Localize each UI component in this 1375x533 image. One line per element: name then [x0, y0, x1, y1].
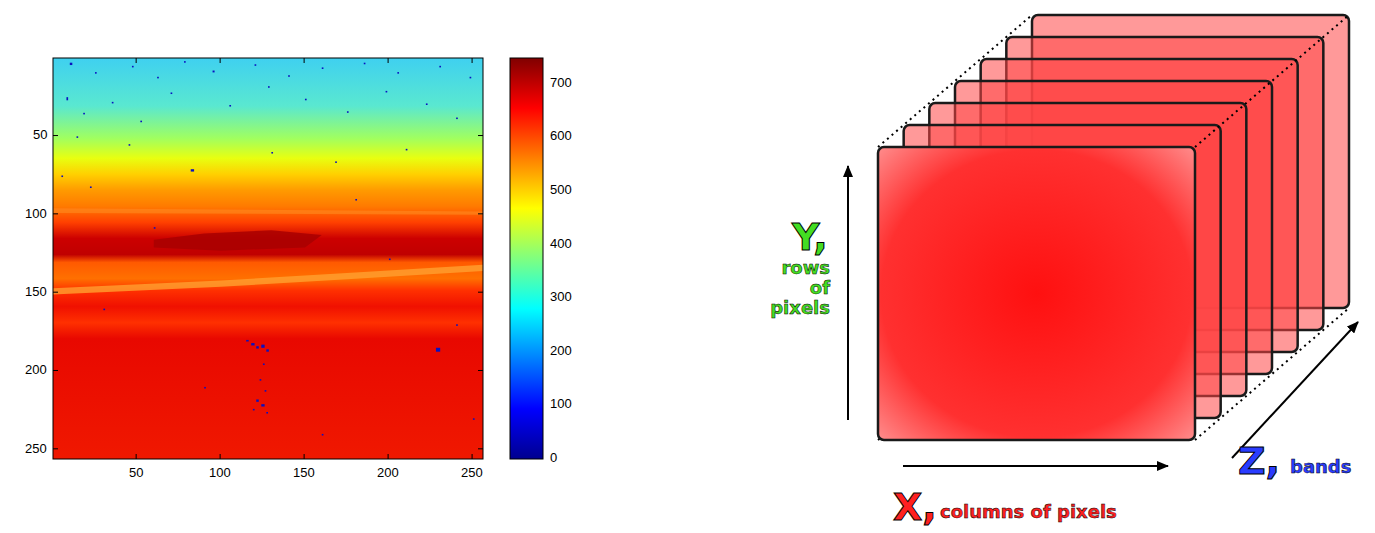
colorbar-label: 500 [550, 183, 572, 197]
tick-mark [478, 135, 483, 136]
colorbar-label: 100 [550, 397, 572, 411]
x-arrow [903, 465, 1168, 467]
colorbar-label: 300 [550, 290, 572, 304]
tick-mark [478, 448, 483, 449]
tick-mark [478, 292, 483, 293]
tick-label: 200 [25, 363, 47, 377]
colorbar-label: 0 [550, 451, 557, 465]
axes-box [53, 58, 483, 459]
tick-label: 50 [33, 128, 47, 142]
axis-letter: Y, [792, 217, 828, 259]
tick-mark [220, 58, 221, 63]
colorbar-label: 400 [550, 237, 572, 251]
cube-edge [878, 15, 1032, 147]
tick-label: 150 [25, 285, 47, 299]
axis-name: bands [1290, 457, 1351, 477]
axis-name: rows of pixels [756, 258, 830, 317]
axis-letter: X, [893, 487, 937, 529]
axis-letter: Z, [1238, 441, 1280, 483]
tick-mark [53, 135, 58, 136]
tick-mark [136, 454, 137, 459]
tick-mark [136, 58, 137, 63]
tick-mark [478, 213, 483, 214]
tick-mark [220, 454, 221, 459]
tick-mark [478, 370, 483, 371]
tick-mark [472, 58, 473, 63]
cube-edge [1195, 308, 1349, 440]
tick-mark [388, 58, 389, 63]
tick-mark [53, 448, 58, 449]
colorbar-label: 600 [550, 129, 572, 143]
z-arrow [1232, 322, 1358, 458]
heatmap-image [53, 58, 483, 459]
tick-label: 50 [129, 466, 143, 480]
tick-label: 250 [461, 466, 483, 480]
colorbar-label: 200 [550, 344, 572, 358]
colorbar [510, 58, 543, 459]
tick-mark [53, 292, 58, 293]
tick-mark [53, 213, 58, 214]
tick-label: 200 [377, 466, 399, 480]
cube-edge [1195, 15, 1349, 147]
axis-name: columns of pixels [940, 502, 1117, 522]
tick-mark [388, 454, 389, 459]
tick-mark [53, 370, 58, 371]
tick-mark [304, 58, 305, 63]
tick-mark [304, 454, 305, 459]
tick-label: 250 [25, 442, 47, 456]
tick-label: 100 [209, 466, 231, 480]
tick-label: 150 [293, 466, 315, 480]
band-cube [878, 15, 1349, 440]
y-arrow [847, 166, 849, 420]
colorbar-label: 700 [550, 76, 572, 90]
band-slice [878, 147, 1195, 440]
tick-mark [472, 454, 473, 459]
axis-ticks [53, 58, 543, 459]
tick-label: 100 [25, 207, 47, 221]
